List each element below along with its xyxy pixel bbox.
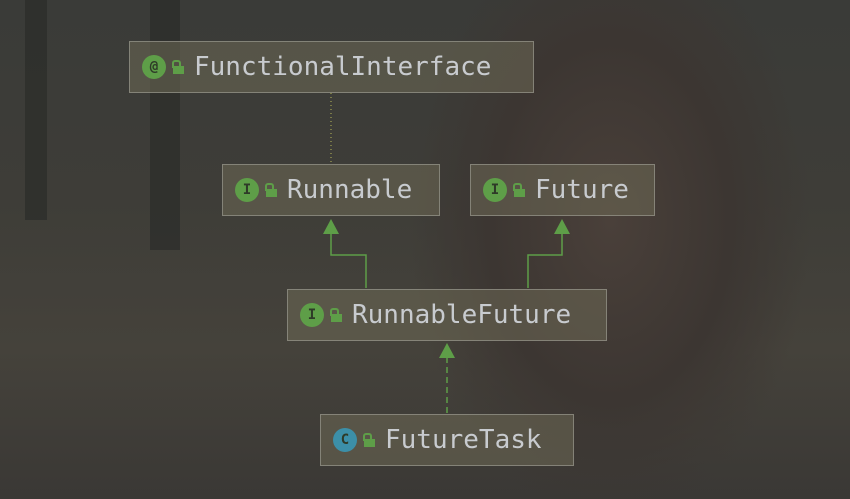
node-runnable-future[interactable]: I RunnableFuture [287, 289, 607, 341]
public-lock-icon [330, 308, 342, 322]
class-icon: C [333, 428, 357, 452]
node-label: RunnableFuture [352, 300, 572, 330]
arrowhead [323, 219, 339, 234]
node-label: Runnable [287, 175, 413, 205]
node-future[interactable]: I Future [470, 164, 655, 216]
node-label: FutureTask [385, 425, 542, 455]
public-lock-icon [513, 183, 525, 197]
annotation-icon: @ [142, 55, 166, 79]
interface-icon: I [235, 178, 259, 202]
interface-icon: I [483, 178, 507, 202]
edge-extends-future [527, 232, 563, 288]
node-label: Future [535, 175, 629, 205]
node-runnable[interactable]: I Runnable [222, 164, 440, 216]
public-lock-icon [265, 183, 277, 197]
arrowhead [554, 219, 570, 234]
public-lock-icon [363, 433, 375, 447]
node-future-task[interactable]: C FutureTask [320, 414, 574, 466]
node-label: FunctionalInterface [194, 52, 492, 82]
public-lock-icon [172, 60, 184, 74]
background-post [25, 0, 47, 220]
interface-icon: I [300, 303, 324, 327]
node-functional-interface[interactable]: @ FunctionalInterface [129, 41, 534, 93]
edge-extends-runnable [330, 232, 367, 288]
arrowhead [439, 343, 455, 358]
